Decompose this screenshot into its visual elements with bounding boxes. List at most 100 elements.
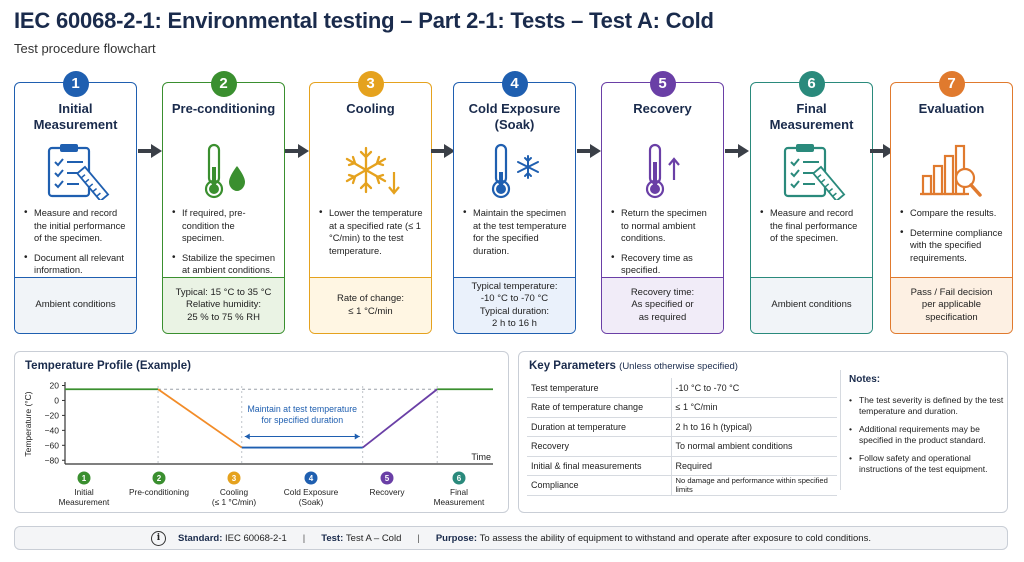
step-title: Cooling (346, 101, 395, 116)
y-tick-label: 0 (54, 395, 59, 405)
page-title: IEC 60068-2-1: Environmental testing – P… (14, 8, 714, 33)
step-footer: Pass / Fail decision per applicable spec… (891, 277, 1012, 333)
phase-badge (77, 471, 91, 485)
step-bullet: Maintain the specimen at the test temper… (462, 207, 569, 257)
bar-chart-magnifier-icon (891, 141, 1012, 201)
phase-number: 5 (385, 474, 390, 483)
step-bullet: Recovery time as specified. (610, 252, 717, 277)
step-number-badge: 2 (210, 71, 237, 97)
step-bullet: Measure and record the final performance… (759, 207, 866, 245)
phase-number: 4 (309, 474, 314, 483)
flow-arrow-icon (430, 144, 455, 158)
note-item: The test severity is defined by the test… (849, 395, 1007, 417)
step-footer-text: Pass / Fail decision per applicable spec… (910, 286, 993, 323)
phase-label: (≤ 1 °C/min) (212, 497, 257, 507)
arrowhead-left-icon (244, 433, 250, 440)
phase-badge (227, 471, 241, 485)
soak-annotation-line1: Maintain at test temperature (247, 404, 357, 414)
step-title: Cold Exposure (Soak) (468, 101, 561, 132)
key-parameters-title: Key Parameters (Unless otherwise specifi… (529, 360, 738, 372)
arrowhead-right-icon (354, 433, 360, 440)
step-footer-text: Typical temperature: -10 °C to -70 °C Ty… (471, 280, 558, 330)
flow-arrow-icon (869, 144, 894, 158)
parameter-name: Initial & final measurements (527, 456, 672, 476)
step-bullets: Return the specimen to normal ambient co… (610, 207, 717, 284)
step-footer: Ambient conditions (15, 277, 136, 333)
parameter-name: Rate of temperature change (527, 397, 672, 418)
step-bullets: Lower the temperature at a specified rat… (318, 207, 425, 264)
purpose-label: Purpose: (435, 532, 478, 544)
phase-badge (452, 471, 466, 485)
phase-badge (304, 471, 318, 485)
test-label: Test: (321, 532, 344, 544)
flow-arrow-icon (725, 144, 749, 158)
step-bullet: Return the specimen to normal ambient co… (610, 207, 717, 245)
soak-annotation-line2: for specified duration (261, 415, 343, 425)
thermometer-snowflake-icon (454, 141, 575, 201)
standard-label: Standard: (178, 532, 223, 544)
table-row: Rate of temperature change≤ 1 °C/min (527, 397, 837, 418)
key-parameters-heading: Key Parameters (529, 360, 616, 372)
flow-arrow-icon (137, 144, 162, 158)
parameter-name: Test temperature (527, 378, 672, 398)
phase-badge (152, 471, 166, 485)
step-footer-text: Rate of change: ≤ 1 °C/min (336, 293, 405, 317)
step-footer-text: Recovery time: As specified or as requir… (630, 286, 695, 323)
step-bullet: Determine compliance with the specified … (899, 227, 1006, 265)
step-bullet: Compare the results. (899, 207, 1006, 220)
key-parameters-panel: Key Parameters (Unless otherwise specifi… (518, 351, 1008, 513)
table-row: Test temperature-10 °C to -70 °C (527, 378, 837, 398)
note-item: Additional requirements may be specified… (849, 424, 1007, 446)
profile-title: Temperature Profile (Example) (25, 360, 191, 372)
step-title: Pre-conditioning (171, 101, 276, 116)
step-number-badge: 3 (357, 71, 384, 97)
step-footer-text: Ambient conditions (771, 299, 852, 311)
phase-number: 1 (82, 474, 87, 483)
notes-title: Notes: (849, 374, 881, 385)
step-footer: Rate of change: ≤ 1 °C/min (310, 277, 431, 333)
notes-list: The test severity is defined by the test… (849, 395, 1007, 475)
thermometer-drop-icon (163, 141, 284, 201)
step-bullet: Lower the temperature at a specified rat… (318, 207, 425, 257)
step-bullets: Compare the results. Determine compliance… (899, 207, 1006, 271)
x-axis-label: Time (471, 452, 491, 462)
step-title: Evaluation (918, 101, 985, 116)
phase-number: 6 (457, 474, 462, 483)
step-bullets: Maintain the specimen at the test temper… (462, 207, 569, 264)
y-tick-label: −80 (45, 455, 60, 465)
step-title: Recovery (633, 101, 692, 116)
step-footer-text: Typical: 15 °C to 35 °C Relative humidit… (175, 286, 272, 323)
separator: | (302, 532, 306, 544)
y-tick-label: −20 (45, 410, 60, 420)
step-number-badge: 1 (62, 71, 89, 97)
parameter-value: Required (671, 456, 837, 476)
phase-label: (Soak) (299, 497, 324, 507)
test-value: Test A – Cold (345, 532, 402, 544)
step-footer: Typical temperature: -10 °C to -70 °C Ty… (454, 277, 575, 333)
y-tick-label: −60 (45, 440, 60, 450)
parameter-value: ≤ 1 °C/min (671, 397, 837, 418)
step-bullet: Document all relevant information. (23, 252, 130, 277)
phase-label: Cooling (220, 487, 249, 497)
phase-label: Pre-conditioning (129, 487, 189, 497)
phase-label: Initial (74, 487, 94, 497)
y-tick-label: −40 (45, 425, 60, 435)
step-title: Initial Measurement (33, 101, 118, 132)
phase-number: 2 (157, 474, 162, 483)
step-footer: Ambient conditions (751, 277, 872, 333)
notes-divider (840, 370, 841, 490)
step-number-badge: 4 (501, 71, 528, 97)
step-bullet: Measure and record the initial performan… (23, 207, 130, 245)
page-subtitle: Test procedure flowchart (14, 41, 156, 56)
step-bullets: Measure and record the initial performan… (23, 207, 130, 284)
clipboard-ruler-icon (15, 141, 136, 201)
phase-label: Measurement (59, 497, 110, 507)
thermometer-up-arrow-icon (602, 141, 723, 201)
